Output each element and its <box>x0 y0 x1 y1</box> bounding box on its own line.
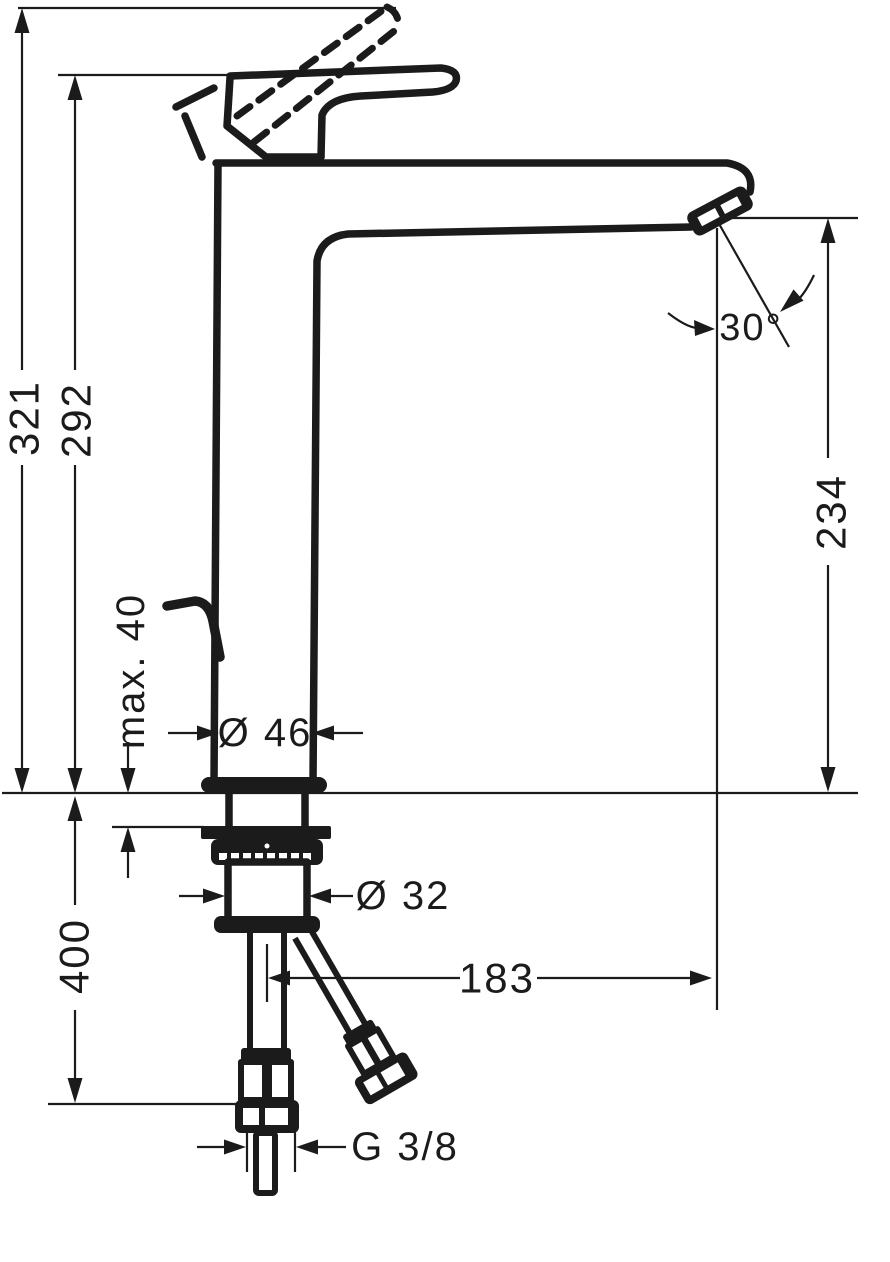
locknut-screw-hole <box>264 843 270 849</box>
handle-raised-dashed-upper <box>233 3 391 120</box>
extension-lines <box>2 6 858 1172</box>
label-overall-height: 321 <box>1 380 48 456</box>
handle-lever-outline <box>226 64 461 161</box>
arrowhead-left <box>309 888 331 904</box>
vertical-hose <box>235 933 299 1196</box>
angled-hose-fitting-bar <box>360 1035 383 1067</box>
vertical-hose-nut-slot-2 <box>265 1108 288 1125</box>
dimension-dia-46 <box>168 725 363 741</box>
handle-raised-stroke-1 <box>172 84 218 111</box>
arrowhead-right <box>203 888 225 904</box>
arrowhead-down <box>120 768 136 793</box>
arrowhead-up <box>67 796 83 821</box>
dimension-30deg <box>667 274 815 336</box>
arrowhead-left <box>268 970 290 986</box>
arrowhead-up <box>67 75 83 100</box>
arrowhead-right <box>694 320 715 336</box>
dimension-lines <box>14 8 836 1155</box>
spout-top-edge <box>212 159 755 196</box>
threaded-shank <box>224 858 311 924</box>
aerator-body <box>687 186 753 236</box>
thread-nipple <box>253 1130 278 1196</box>
angled-hose <box>292 927 418 1105</box>
supply-hoses <box>235 927 418 1196</box>
label-height-to-spout-top: 292 <box>53 382 100 458</box>
arrowhead-right <box>224 1139 246 1155</box>
label-spray-angle: 30° <box>719 307 782 349</box>
dimension-labels: 321 292 max. 40 400 234 Ø 46 Ø 32 183 G … <box>1 307 855 1169</box>
arrowhead-right <box>690 970 712 986</box>
label-connection-thread: G 3/8 <box>351 1125 459 1169</box>
vertical-hose-ferrule <box>241 1048 291 1062</box>
angled-hose-ferrule <box>343 1019 377 1046</box>
handle-raised-dashed-lower <box>250 24 402 146</box>
locknut-knurling <box>219 853 311 860</box>
washer <box>201 826 331 839</box>
label-spout-reach: 183 <box>459 955 535 1002</box>
vertical-hose-nut-slot-1 <box>243 1108 259 1125</box>
dimension-292 <box>67 75 83 793</box>
arrowhead-up <box>120 827 136 852</box>
pull-rod <box>162 596 225 662</box>
dimension-183 <box>268 970 712 986</box>
dimension-400 <box>67 796 83 1103</box>
base-flange <box>201 777 327 793</box>
aerator-slot-2 <box>720 196 742 215</box>
dimension-dia-32 <box>179 888 353 904</box>
angled-hose-wall-right <box>307 927 369 1026</box>
handle-front-outline <box>223 74 325 161</box>
label-shank-diameter: Ø 32 <box>356 874 451 918</box>
mounting-assembly <box>201 790 331 933</box>
label-hose-length: 400 <box>51 918 98 994</box>
angled-hose-nut-slot-2 <box>380 1062 406 1086</box>
arrowhead-down <box>67 1078 83 1103</box>
arrowhead-left <box>296 1139 318 1155</box>
dimension-234 <box>820 218 836 792</box>
label-body-diameter: Ø 46 <box>218 711 313 755</box>
spray-angle-ray <box>717 221 790 348</box>
handle-raised-dashed-tip <box>383 3 402 32</box>
handle-raised-stroke-2 <box>181 112 206 161</box>
angled-hose-wall-left <box>292 936 353 1035</box>
label-max-mounting-thickness: max. 40 <box>109 593 153 749</box>
arrowhead-right <box>197 725 219 741</box>
arrowhead-left <box>312 725 334 741</box>
shank-bottom-cap <box>214 916 320 933</box>
arrowhead-down <box>820 767 836 792</box>
arrowhead-up <box>14 8 30 33</box>
aerator <box>687 186 753 236</box>
spout-underside-edge <box>309 223 695 786</box>
faucet-body <box>162 3 755 793</box>
aerator-slot-1 <box>697 207 720 227</box>
arrowhead-up <box>820 218 836 243</box>
arrowhead-down <box>14 768 30 793</box>
dimension-max-40 <box>120 742 136 878</box>
angled-hose-nut-slot-1 <box>363 1074 384 1096</box>
dimension-g38 <box>197 1139 346 1155</box>
body-left-edge <box>210 160 222 786</box>
arrowhead-down-left <box>780 289 804 312</box>
vertical-hose-fitting-bar <box>262 1062 272 1100</box>
dimension-321 <box>14 8 30 793</box>
label-spout-outlet-height: 234 <box>808 474 855 550</box>
arrowhead-down <box>67 768 83 793</box>
